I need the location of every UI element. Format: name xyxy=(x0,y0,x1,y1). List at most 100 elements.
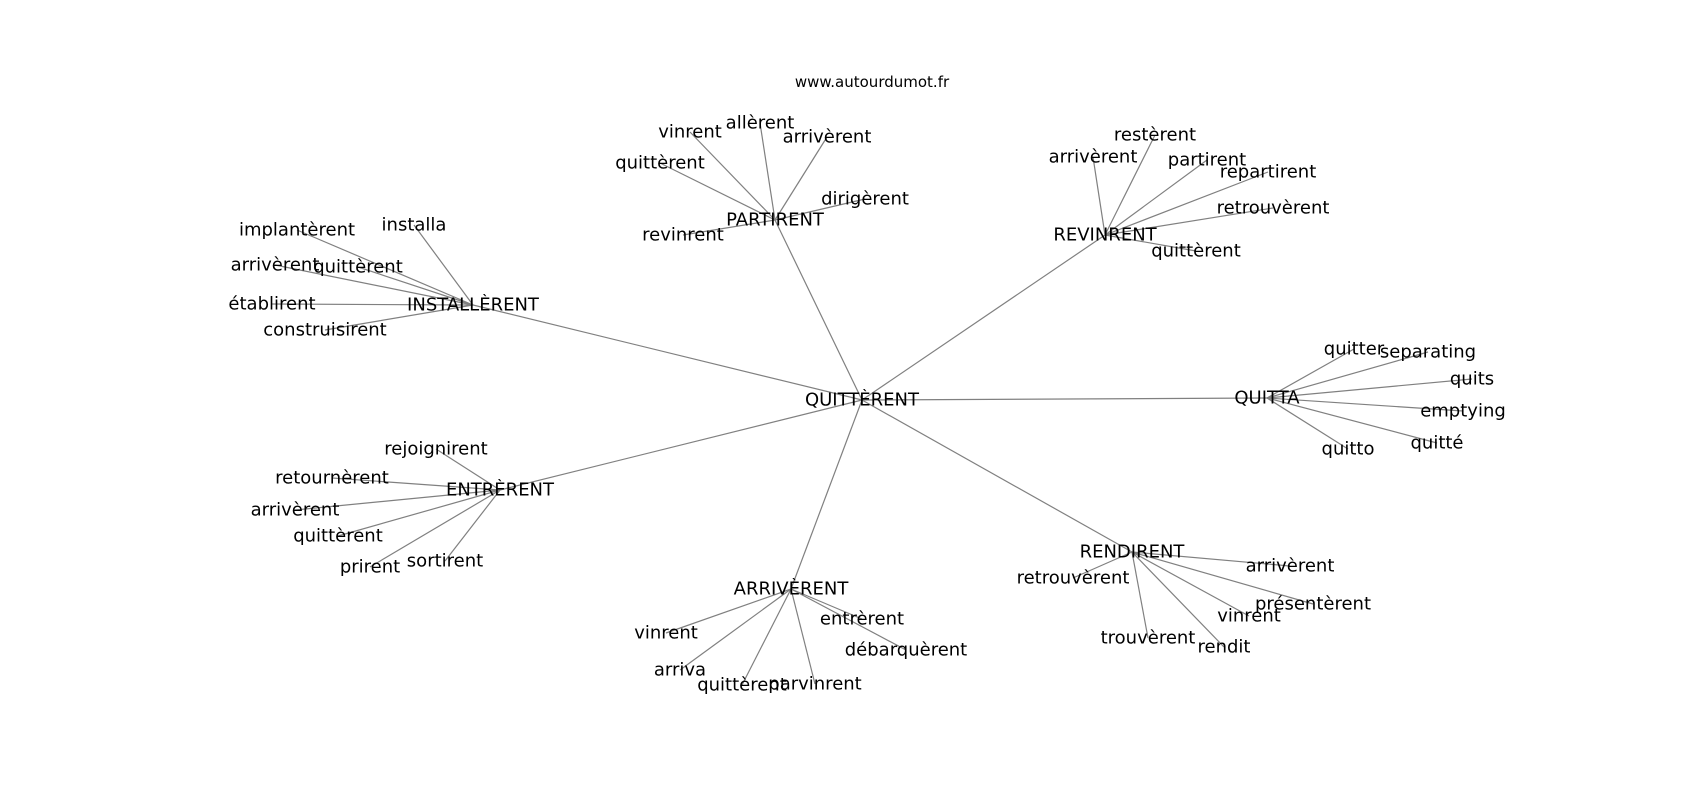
edge-quitta-leaf xyxy=(1266,348,1355,399)
leaf-node: arrivèrent xyxy=(231,255,320,276)
leaf-node: vinrent xyxy=(634,623,698,644)
edge-rendirent-leaf xyxy=(1072,551,1133,579)
edge-quitta-leaf xyxy=(1266,397,1438,444)
edge-entrerent-leaf xyxy=(294,489,501,511)
leaf-node: retrouvèrent xyxy=(1217,198,1330,219)
edge-rendirent-leaf xyxy=(1131,551,1250,617)
edge-installerent-leaf xyxy=(357,266,474,306)
edge-rendirent-leaf xyxy=(1131,551,1291,567)
leaf-node: quittèrent xyxy=(293,526,383,547)
edge-center-arriverent xyxy=(790,399,863,590)
edge-revinrent-leaf xyxy=(1104,234,1197,252)
edge-revinrent-leaf xyxy=(1104,159,1208,236)
leaf-node: quitto xyxy=(1322,439,1375,460)
edge-quitta-leaf xyxy=(1266,397,1464,412)
leaf-node: quittèrent xyxy=(615,153,705,174)
edge-arriverent-leaf xyxy=(790,588,863,620)
edge-quitta-leaf xyxy=(1266,397,1349,450)
leaf-node: retrouvèrent xyxy=(1017,568,1130,589)
leaf-node: arriva xyxy=(654,660,706,681)
edge-arriverent-leaf xyxy=(790,588,907,651)
leaf-node: vinrent xyxy=(1217,606,1281,627)
edge-arriverent-leaf xyxy=(665,588,792,634)
leaf-node: entrèrent xyxy=(820,609,904,630)
edge-entrerent-leaf xyxy=(337,489,501,537)
edge-arriverent-leaf xyxy=(790,588,816,685)
leaf-node: allèrent xyxy=(726,113,795,134)
leaf-node: restèrent xyxy=(1114,125,1196,146)
leaf-node: implantèrent xyxy=(239,220,355,241)
edge-entrerent-leaf xyxy=(369,489,501,568)
leaf-node: partirent xyxy=(1168,150,1246,171)
leaf-node: dirigèrent xyxy=(821,189,909,210)
hub-node-partirent: PARTIRENT xyxy=(726,210,825,231)
leaf-node: rendit xyxy=(1198,637,1251,658)
edge-rendirent-leaf xyxy=(1131,551,1225,648)
hub-node-quitta: QUITTA xyxy=(1234,388,1300,409)
leaf-node: vinrent xyxy=(658,122,722,143)
leaf-node: trouvèrent xyxy=(1101,628,1196,649)
edge-center-quitta xyxy=(861,397,1268,401)
leaf-node: sortirent xyxy=(407,551,483,572)
edge-center-rendirent xyxy=(861,399,1133,553)
leaf-node: débarquèrent xyxy=(845,640,968,661)
edge-entrerent-leaf xyxy=(331,477,501,491)
edge-partirent-leaf xyxy=(774,198,866,221)
leaf-node: arrivèrent xyxy=(1049,147,1138,168)
hub-node-rendirent: RENDIRENT xyxy=(1080,542,1186,563)
edge-installerent-leaf xyxy=(413,224,474,306)
edge-partirent-leaf xyxy=(689,131,776,221)
leaf-node: construisirent xyxy=(263,320,387,341)
edge-center-partirent xyxy=(774,219,863,401)
hub-node-revinrent: REVINRENT xyxy=(1053,225,1157,246)
center-node-label: QUITTÈRENT xyxy=(805,389,920,411)
edge-arriverent-leaf xyxy=(679,588,792,671)
edge-revinrent-leaf xyxy=(1104,134,1156,236)
edge-partirent-leaf xyxy=(774,136,828,221)
leaf-node: quittèrent xyxy=(1151,241,1241,262)
leaf-node: rejoignirent xyxy=(384,439,487,460)
leaf-node: établirent xyxy=(228,294,315,315)
edge-layer xyxy=(271,122,1473,686)
edge-quitta-leaf xyxy=(1266,351,1429,399)
edge-partirent-leaf xyxy=(759,122,776,221)
leaf-node: quitter xyxy=(1324,339,1385,360)
edge-revinrent-leaf xyxy=(1104,171,1269,236)
edge-center-installerent xyxy=(472,304,863,401)
edge-installerent-leaf xyxy=(324,304,474,331)
edge-quitta-leaf xyxy=(1266,378,1473,399)
edge-installerent-leaf xyxy=(296,229,474,306)
edge-revinrent-leaf xyxy=(1092,156,1106,236)
edge-partirent-leaf xyxy=(659,162,776,221)
edge-arriverent-leaf xyxy=(741,588,792,686)
edge-installerent-leaf xyxy=(271,303,474,306)
hub-node-arriverent: ARRIVÈRENT xyxy=(734,578,850,600)
leaf-node: quittèrent xyxy=(697,675,787,696)
edge-revinrent-leaf xyxy=(1104,207,1274,236)
leaf-node: arrivèrent xyxy=(783,127,872,148)
leaf-node: repartirent xyxy=(1220,162,1317,183)
hub-node-entrerent: ENTRÈRENT xyxy=(446,479,555,501)
edge-entrerent-leaf xyxy=(435,448,501,491)
edge-installerent-leaf xyxy=(274,264,474,306)
source-watermark: www.autourdumot.fr xyxy=(795,73,950,91)
leaf-node: présentèrent xyxy=(1255,594,1371,615)
leaf-node: installa xyxy=(382,215,447,236)
leaf-node: quits xyxy=(1450,369,1494,390)
edge-rendirent-leaf xyxy=(1131,551,1314,605)
edge-center-entrerent xyxy=(499,399,863,491)
leaf-node: arrivèrent xyxy=(1246,556,1335,577)
edge-rendirent-leaf xyxy=(1131,551,1149,639)
leaf-node: arrivèrent xyxy=(251,500,340,521)
edge-entrerent-leaf xyxy=(444,489,501,562)
edge-center-revinrent xyxy=(861,234,1106,401)
leaf-node: separating xyxy=(1380,342,1476,363)
hub-node-installerent: INSTALLÈRENT xyxy=(407,294,540,316)
leaf-node: quitté xyxy=(1410,433,1463,454)
leaf-node: parvinrent xyxy=(768,674,861,695)
leaf-node: emptying xyxy=(1420,401,1506,422)
leaf-node: revinrent xyxy=(642,225,724,246)
leaf-node: quittèrent xyxy=(313,257,403,278)
leaf-node: retournèrent xyxy=(275,468,389,489)
